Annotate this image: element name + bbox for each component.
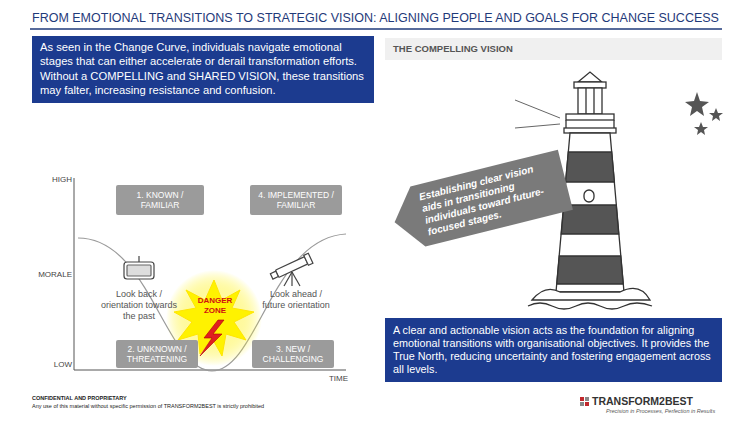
stars bbox=[685, 92, 709, 116]
summary-box: A clear and actionable vision acts as th… bbox=[385, 318, 722, 382]
node-text: 4. IMPLEMENTED / FAMILIAR bbox=[254, 190, 338, 211]
node-text: As seen in the Change Curve, individuals… bbox=[40, 41, 366, 68]
intro-box: As seen in the Change Curve, individuals… bbox=[32, 36, 374, 103]
lighthouse bbox=[574, 82, 606, 88]
telescope-icon bbox=[269, 253, 313, 286]
lighthouse bbox=[578, 88, 602, 114]
node-text: A clear and actionable vision acts as th… bbox=[393, 324, 714, 377]
rearview-icon bbox=[138, 256, 139, 262]
chart-axes bbox=[74, 178, 75, 370]
rearview-icon bbox=[127, 265, 151, 276]
stars bbox=[694, 122, 708, 135]
lighthouse bbox=[556, 133, 624, 292]
stage-box: 2. UNKNOWN / THREATENING bbox=[116, 340, 198, 368]
lighthouse bbox=[532, 288, 650, 300]
stage-box: 1. KNOWN / FAMILIAR bbox=[116, 185, 204, 215]
node-text: 3. NEW / CHALLENGING bbox=[256, 344, 330, 365]
change-curve bbox=[78, 234, 346, 371]
stage-box: 4. IMPLEMENTED / FAMILIAR bbox=[250, 185, 342, 215]
telescope-icon bbox=[269, 253, 313, 281]
telescope-icon bbox=[292, 272, 300, 286]
lighthouse bbox=[593, 88, 594, 114]
node-text: 1. KNOWN / FAMILIAR bbox=[120, 190, 200, 211]
logo-mark bbox=[580, 402, 584, 406]
stage-box: 3. NEW / CHALLENGING bbox=[252, 340, 334, 368]
rearview-icon bbox=[124, 262, 154, 279]
lighthouse bbox=[566, 152, 615, 182]
orientation-note: Look ahead / future orientation bbox=[262, 289, 330, 311]
node-text: DANGER ZONE bbox=[186, 296, 244, 316]
logo-text: TRANSFORM2BEST bbox=[592, 395, 732, 408]
lighthouse bbox=[565, 120, 566, 128]
lighthouse bbox=[557, 256, 623, 284]
axis-label: HIGH bbox=[40, 175, 72, 185]
node-body: Without a COMPELLING and SHARED VISION, … bbox=[40, 70, 366, 97]
danger-zone-label: DANGER ZONE bbox=[186, 292, 244, 320]
lighthouse bbox=[566, 114, 614, 120]
orientation-note: Look back / orientation towards the past bbox=[98, 289, 180, 321]
stars bbox=[709, 108, 723, 121]
footer-note: Any use of this material without specifi… bbox=[32, 403, 432, 410]
telescope-icon bbox=[284, 272, 292, 286]
chart-axes bbox=[74, 178, 346, 370]
page-title: FROM EMOTIONAL TRANSITIONS TO STRATEGIC … bbox=[32, 11, 732, 25]
lighthouse bbox=[515, 100, 560, 118]
lighthouse bbox=[578, 72, 602, 82]
logo-mark bbox=[580, 397, 584, 401]
lighthouse bbox=[584, 190, 594, 202]
node-text: THE COMPELLING VISION bbox=[393, 43, 714, 55]
banner-shape bbox=[387, 150, 573, 253]
section-header: THE COMPELLING VISION bbox=[385, 38, 722, 60]
telescope-icon bbox=[291, 272, 292, 286]
lightning-bolt bbox=[200, 320, 224, 356]
lighthouse bbox=[585, 88, 586, 114]
axis-label: TIME bbox=[318, 374, 348, 384]
lighthouse bbox=[528, 303, 652, 309]
stars bbox=[685, 92, 723, 135]
lighthouse bbox=[515, 100, 560, 128]
vision-arrow-banner: Establishing clear vision aids in transi… bbox=[387, 150, 573, 253]
lighthouse bbox=[515, 124, 560, 128]
node-text: 2. UNKNOWN / THREATENING bbox=[120, 344, 194, 365]
logo-tagline: Precision in Processes, Perfection in Re… bbox=[606, 408, 736, 415]
logo-mark bbox=[585, 397, 589, 401]
telescope-icon bbox=[304, 253, 313, 265]
lighthouse bbox=[613, 120, 614, 128]
logo-mark bbox=[585, 402, 589, 406]
lighthouse bbox=[564, 128, 616, 133]
axis-label: MORALE bbox=[30, 270, 72, 280]
telescope-icon bbox=[270, 271, 278, 279]
logo-mark bbox=[580, 397, 589, 406]
axis-label: LOW bbox=[40, 360, 72, 370]
title-rule bbox=[30, 28, 722, 30]
rearview-icon bbox=[124, 256, 154, 279]
footer-note: CONFIDENTIAL AND PROPRIETARY bbox=[32, 395, 332, 402]
